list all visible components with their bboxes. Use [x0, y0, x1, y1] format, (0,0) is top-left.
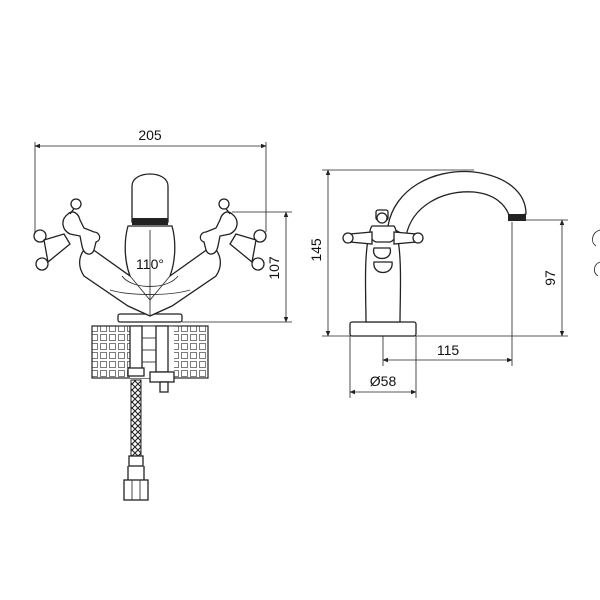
base-diameter-dimension: Ø58	[349, 336, 417, 398]
height-dimension-front: 107	[182, 211, 292, 323]
cropped-third-view	[592, 229, 600, 277]
front-view: 110° 205 107	[33, 127, 292, 501]
width-dimension: 205	[34, 127, 267, 232]
base-diameter-label: Ø58	[370, 373, 397, 389]
side-base	[349, 321, 417, 337]
braided-hose	[130, 379, 142, 457]
spout-front	[131, 173, 169, 223]
height-label-side: 145	[308, 238, 324, 262]
spout-height-dimension: 97	[416, 219, 568, 337]
width-label: 205	[138, 127, 162, 143]
height-label-front: 107	[266, 256, 282, 280]
side-cross-handle	[342, 209, 424, 274]
height-dimension-side: 145	[308, 169, 474, 337]
right-cross-handle	[199, 198, 267, 271]
angle-label: 110°	[136, 256, 164, 272]
spout-height-label: 97	[542, 270, 558, 286]
left-cross-handle	[33, 198, 101, 271]
hose-nut	[123, 479, 149, 501]
side-spout	[387, 170, 527, 238]
side-view: 145 97 115 Ø58	[308, 169, 600, 398]
reach-dimension: 115	[382, 222, 513, 366]
reach-label: 115	[437, 342, 460, 358]
